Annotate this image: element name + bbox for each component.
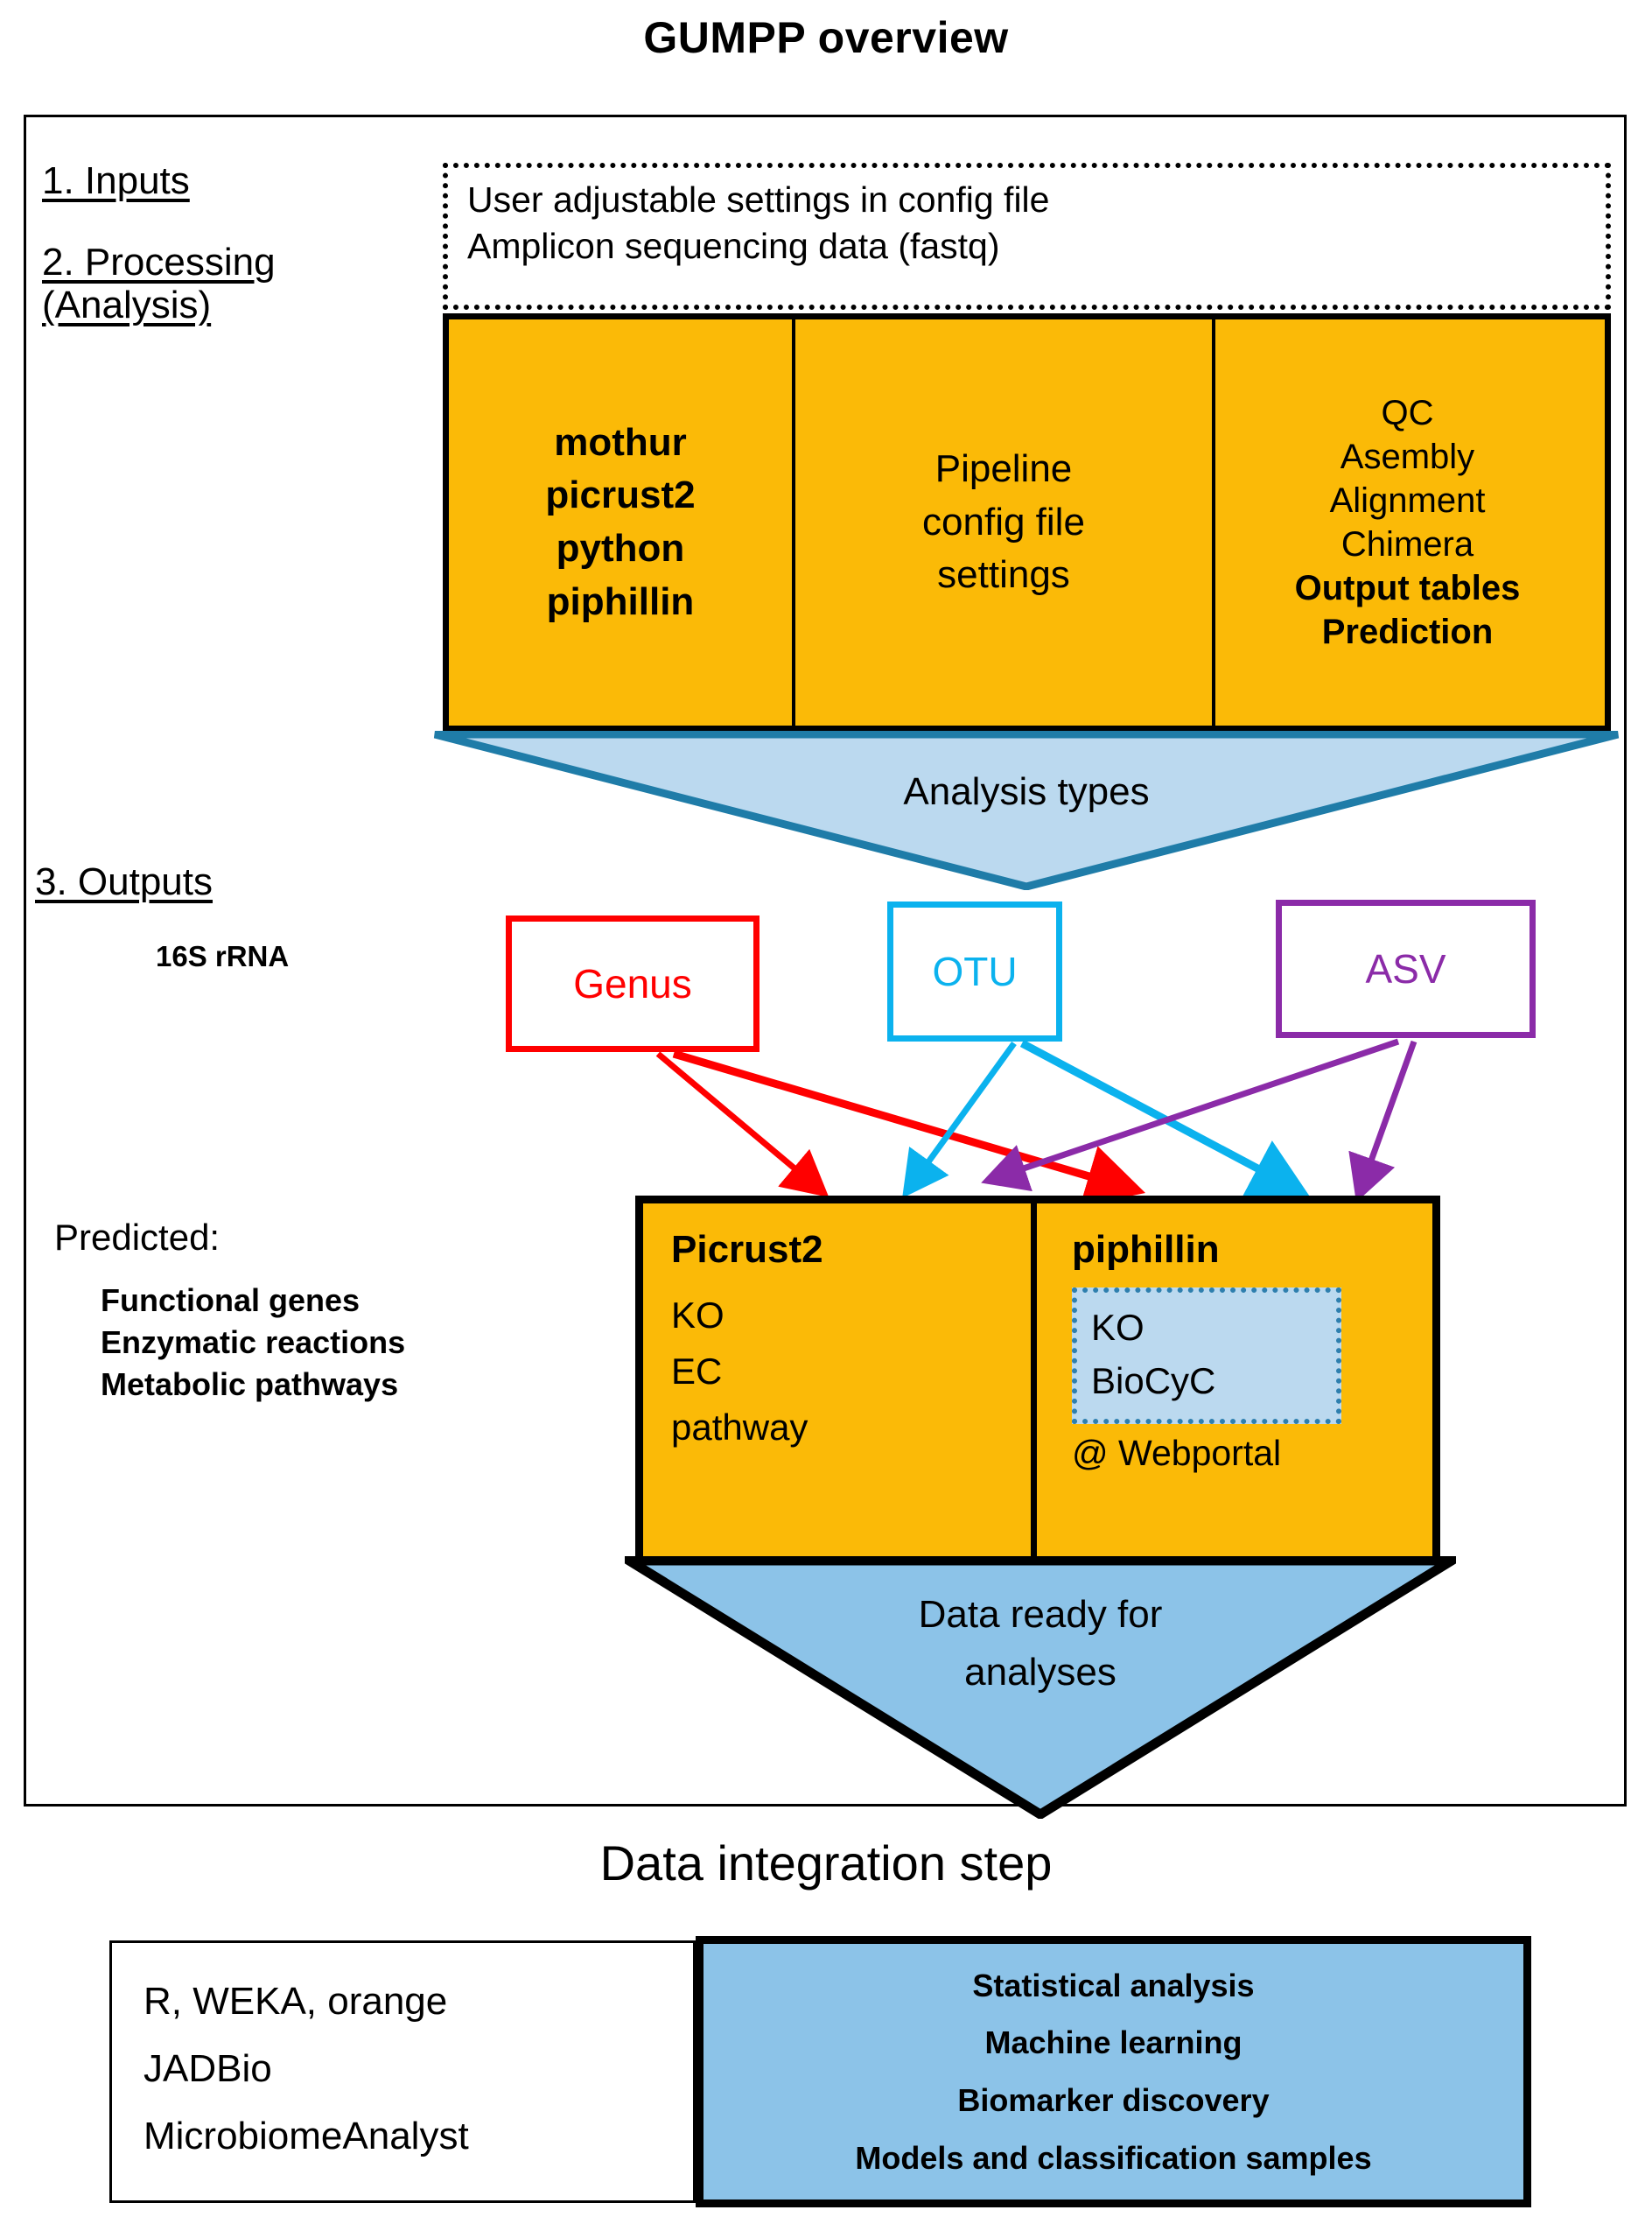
taxonomy-label-otu: OTU (932, 949, 1018, 994)
inputs-line-settings: User adjustable settings in config file (467, 179, 1050, 220)
section-label-processing-line1: 2. Processing (42, 241, 276, 284)
processing-column-steps: QC Asembly Alignment Chimera Output tabl… (1215, 319, 1600, 726)
piphillin-inner-box: KO BioCyC (1072, 1287, 1341, 1424)
inputs-line-fastq: Amplicon sequencing data (fastq) (467, 226, 1000, 267)
analysis-types-arrow (433, 731, 1620, 890)
data-ready-label-line1: Data ready for (918, 1593, 1163, 1636)
data-ready-arrow (625, 1556, 1456, 1819)
picrust2-item: KO (671, 1294, 724, 1336)
predicted-item: Enzymatic reactions (101, 1323, 406, 1360)
processing-config-line: Pipeline (934, 446, 1073, 490)
processing-config-line: config file (922, 500, 1085, 544)
piphillin-webportal-note: @ Webportal (1072, 1432, 1282, 1473)
integration-tools-box: R, WEKA, orange JADBio MicrobiomeAnalyst (109, 1940, 696, 2203)
integration-tool: JADBio (144, 2047, 272, 2090)
processing-tool: mothur (554, 420, 687, 464)
integration-task: Models and classification samples (855, 2139, 1372, 2176)
piphillin-item: KO (1091, 1307, 1144, 1348)
processing-step: Chimera (1340, 525, 1474, 564)
taxonomy-box-otu[interactable]: OTU (887, 902, 1062, 1042)
integration-tool: R, WEKA, orange (144, 1980, 448, 2023)
processing-step: Asembly (1340, 438, 1475, 476)
data-ready-arrow-label: Data ready for analyses (625, 1586, 1456, 1701)
integration-tool: MicrobiomeAnalyst (144, 2115, 469, 2157)
section-label-inputs-text: 1. Inputs (42, 159, 190, 202)
processing-step: QC (1381, 394, 1434, 432)
taxonomy-label-genus: Genus (573, 961, 692, 1007)
processing-step: Alignment (1329, 481, 1486, 520)
taxonomy-box-genus[interactable]: Genus (506, 916, 760, 1052)
data-ready-label-line2: analyses (964, 1651, 1116, 1694)
processing-tool: picrust2 (545, 474, 696, 517)
predicted-item: Functional genes (101, 1282, 360, 1318)
processing-box: mothur picrust2 python piphillin Pipelin… (443, 313, 1611, 732)
section-label-outputs-text: 3. Outputs (35, 860, 214, 903)
processing-config-line: settings (937, 553, 1070, 597)
integration-tasks-box: Statistical analysis Machine learning Bi… (696, 1936, 1531, 2207)
page-title: GUMPP overview (643, 13, 1009, 62)
label-16s-rrna: 16S rRNA (156, 940, 290, 972)
predicted-item: Metabolic pathways (101, 1365, 399, 1402)
taxonomy-label-asv: ASV (1365, 946, 1446, 992)
processing-column-config: Pipeline config file settings (795, 319, 1215, 726)
section-label-processing: 2. Processing (Analysis) (42, 241, 276, 327)
processing-step: Output tables (1294, 569, 1521, 607)
processing-tool: piphillin (546, 579, 695, 623)
prediction-box-piphillin: piphillin KO BioCyC @ Webportal (1037, 1203, 1432, 1556)
taxonomy-box-asv[interactable]: ASV (1276, 900, 1536, 1038)
processing-column-tools: mothur picrust2 python piphillin (449, 319, 795, 726)
piphillin-item: BioCyC (1091, 1359, 1216, 1401)
picrust2-item: pathway (671, 1406, 808, 1448)
predicted-list: Functional genes Enzymatic reactions Met… (101, 1280, 405, 1406)
processing-step: Prediction (1321, 613, 1494, 651)
section-label-inputs: 1. Inputs (42, 159, 190, 202)
integration-task: Machine learning (984, 2024, 1242, 2061)
analysis-types-arrow-label: Analysis types (903, 770, 1150, 813)
label-predicted: Predicted: (54, 1217, 220, 1258)
inputs-box: User adjustable settings in config file … (443, 163, 1611, 310)
picrust2-title: Picrust2 (671, 1228, 823, 1271)
prediction-box-picrust2: Picrust2 KO EC pathway (643, 1203, 1037, 1556)
integration-task: Biomarker discovery (957, 2082, 1270, 2118)
section-label-outputs: 3. Outputs (35, 860, 213, 903)
processing-tool: python (556, 527, 685, 570)
picrust2-item: EC (671, 1350, 723, 1392)
piphillin-title: piphillin (1072, 1228, 1220, 1271)
integration-task: Statistical analysis (972, 1967, 1255, 2003)
prediction-boxes: Picrust2 KO EC pathway piphillin KO BioC… (635, 1196, 1440, 1564)
integration-title: Data integration step (599, 1835, 1053, 1891)
section-label-processing-line2: (Analysis) (42, 284, 212, 327)
